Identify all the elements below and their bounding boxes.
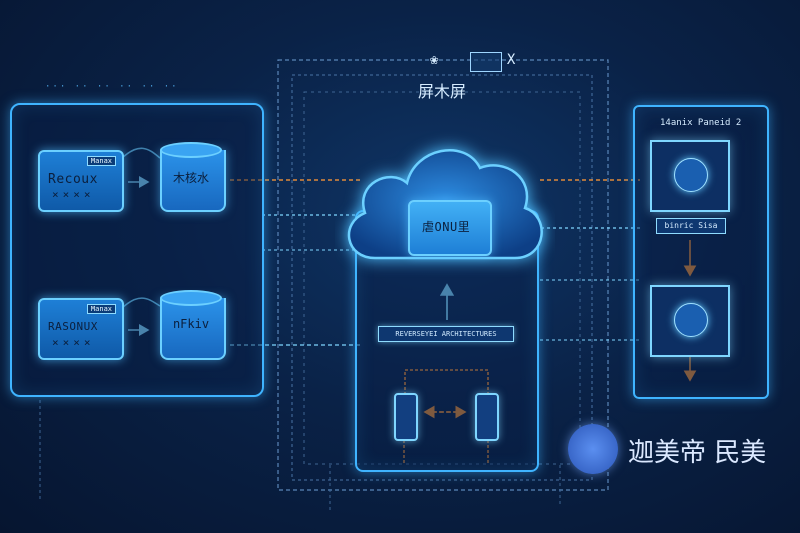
node-box-top[interactable] bbox=[650, 140, 730, 212]
cloud-service-card[interactable]: 虐ONU里 bbox=[408, 200, 492, 256]
watermark-text: 迦美帝 民美 bbox=[628, 438, 767, 468]
cloud-label: 虐ONU里 bbox=[422, 220, 471, 234]
module-chip-right[interactable] bbox=[475, 393, 499, 441]
database-icon-2[interactable]: nFkiv bbox=[160, 290, 226, 360]
card-sub: ×××× bbox=[52, 188, 95, 201]
left-caption: ··· ·· ·· ·· ·· ·· bbox=[45, 82, 179, 92]
right-panel-title: 14anix Paneid 2 bbox=[660, 118, 742, 128]
database-label: 木核水 bbox=[172, 171, 209, 186]
node-box-bottom[interactable] bbox=[650, 285, 730, 357]
database-label: nFkiv bbox=[172, 317, 210, 332]
card-tag: Manax bbox=[86, 304, 116, 314]
module-chip-left[interactable] bbox=[394, 393, 418, 441]
card-tag: Manax bbox=[86, 156, 116, 166]
source-card-2[interactable]: Manax RASONUX ×××× bbox=[38, 298, 124, 360]
watermark-logo-icon bbox=[568, 424, 618, 474]
right-panel-label: binric Sisa bbox=[656, 218, 726, 234]
architecture-banner: REVERSEYEI ARCHITECTURES bbox=[378, 326, 514, 342]
node-icon bbox=[674, 158, 708, 192]
card-sub: ×××× bbox=[52, 336, 95, 349]
header-title: 屏木屏 bbox=[418, 82, 467, 101]
source-card-1[interactable]: Manax Recoux ×××× bbox=[38, 150, 124, 212]
node-icon bbox=[674, 303, 708, 337]
card-title: RASONUX bbox=[48, 320, 98, 333]
database-icon-1[interactable]: 木核水 bbox=[160, 142, 226, 212]
card-title: Recoux bbox=[48, 172, 98, 187]
close-icon[interactable] bbox=[470, 52, 502, 72]
